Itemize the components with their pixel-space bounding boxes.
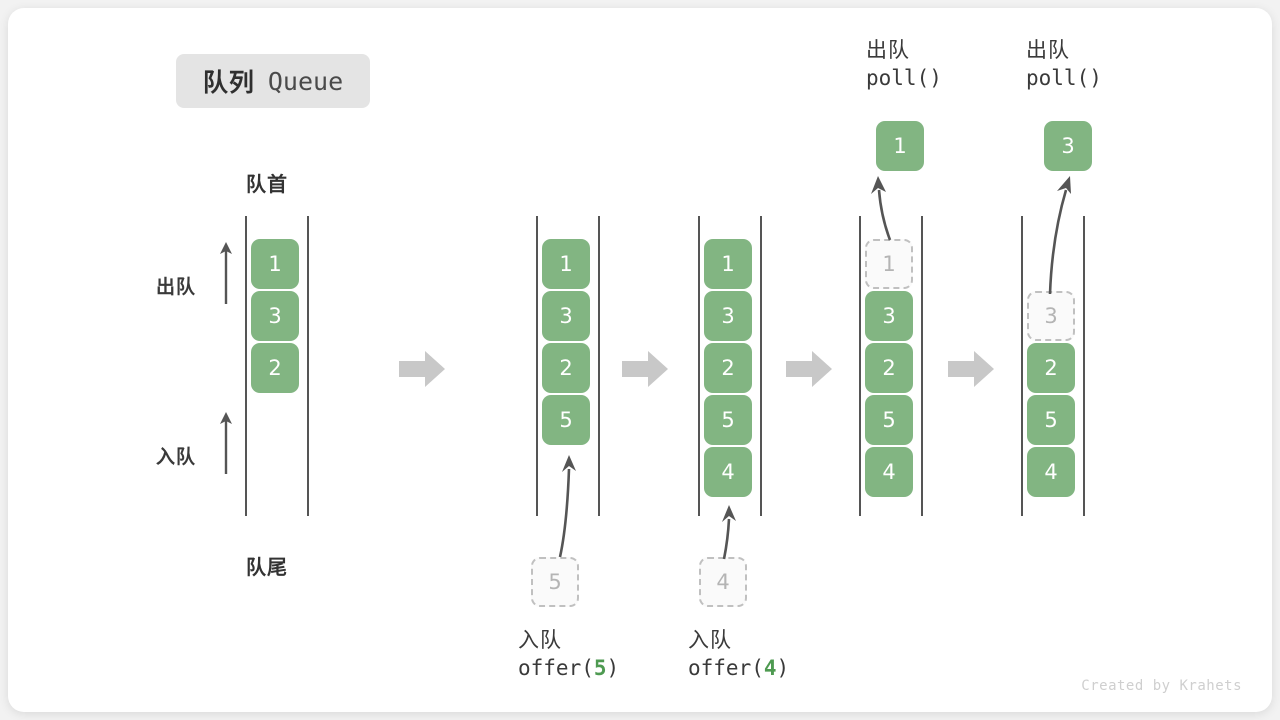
caption-offer-4: 入队 offer(4) xyxy=(688,628,789,682)
queue-element: 3 xyxy=(865,291,913,341)
caption-offer-4-suffix: ) xyxy=(776,655,790,680)
queue-element: 5 xyxy=(865,395,913,445)
caption-offer-4-code: offer(4) xyxy=(688,655,789,682)
transition-arrow-icon xyxy=(399,351,445,387)
title-chinese: 队列 xyxy=(202,69,255,97)
incoming-element-ghost: 4 xyxy=(699,557,747,607)
queue-rail-left-col5 xyxy=(1021,216,1023,516)
queue-rail-left-col1 xyxy=(245,216,247,516)
queue-element-new: 4 xyxy=(704,447,752,497)
queue-rail-left-col2 xyxy=(536,216,538,516)
diagram-card: 队列 Queue 队首 队尾 出队 入队 1 3 2 1 3 2 5 5 xyxy=(8,8,1272,712)
caption-poll-2: 出队 poll() xyxy=(1026,38,1102,92)
transition-arrow-icon xyxy=(622,351,668,387)
enqueue-direction-label: 入队 xyxy=(156,447,197,468)
queue-stack-col4: 1 3 2 5 4 xyxy=(865,239,913,497)
dequeued-element: 1 xyxy=(876,121,924,171)
queue-element-removed: 3 xyxy=(1027,291,1075,341)
caption-offer-5-num: 5 xyxy=(593,655,607,680)
title-english: Queue xyxy=(267,66,344,96)
enqueue-direction-arrow-icon xyxy=(220,412,232,474)
caption-offer-5: 入队 offer(5) xyxy=(518,628,619,682)
queue-element: 1 xyxy=(251,239,299,289)
caption-poll-1-cn: 出队 xyxy=(866,39,910,62)
queue-element: 2 xyxy=(542,343,590,393)
dequeue-direction-arrow-icon xyxy=(220,242,232,304)
queue-rear-label: 队尾 xyxy=(246,557,288,579)
caption-offer-4-prefix: offer( xyxy=(688,655,764,680)
transition-arrow-icon xyxy=(948,351,994,387)
queue-stack-col5: 3 2 5 4 xyxy=(1027,239,1075,497)
queue-front-label: 队首 xyxy=(246,174,288,196)
queue-element: 5 xyxy=(1027,395,1075,445)
queue-rail-left-col3 xyxy=(698,216,700,516)
caption-offer-5-cn: 入队 xyxy=(518,629,562,652)
queue-rail-left-col4 xyxy=(859,216,861,516)
queue-rail-right-col3 xyxy=(760,216,762,516)
queue-element: 4 xyxy=(1027,447,1075,497)
enqueue-arrow-icon-col3 xyxy=(722,505,736,560)
queue-element: 1 xyxy=(704,239,752,289)
dequeue-direction-label: 出队 xyxy=(156,277,197,298)
caption-poll-2-cn: 出队 xyxy=(1026,39,1070,62)
queue-rail-right-col2 xyxy=(598,216,600,516)
caption-offer-5-suffix: ) xyxy=(606,655,620,680)
title-badge: 队列 Queue xyxy=(176,54,370,108)
queue-element-removed: 1 xyxy=(865,239,913,289)
caption-offer-4-cn: 入队 xyxy=(688,629,732,652)
transition-arrow-icon xyxy=(786,351,832,387)
dequeued-element: 3 xyxy=(1044,121,1092,171)
caption-offer-5-code: offer(5) xyxy=(518,655,619,682)
queue-element: 3 xyxy=(251,291,299,341)
queue-stack-col2: 1 3 2 5 xyxy=(542,239,590,445)
queue-element: 4 xyxy=(865,447,913,497)
caption-offer-5-prefix: offer( xyxy=(518,655,594,680)
queue-element: 2 xyxy=(251,343,299,393)
caption-poll-1: 出队 poll() xyxy=(866,38,942,92)
queue-element: 1 xyxy=(542,239,590,289)
queue-element: 2 xyxy=(865,343,913,393)
queue-stack-col1: 1 3 2 xyxy=(251,239,299,393)
queue-element-new: 5 xyxy=(542,395,590,445)
queue-element: 2 xyxy=(1027,343,1075,393)
enqueue-arrow-icon-col2 xyxy=(558,455,576,558)
caption-poll-1-code: poll() xyxy=(866,65,942,90)
queue-element: 5 xyxy=(704,395,752,445)
queue-rail-right-col1 xyxy=(307,216,309,516)
caption-poll-2-code: poll() xyxy=(1026,65,1102,90)
dequeue-arrow-icon-col5 xyxy=(1048,176,1071,295)
dequeue-arrow-icon-col4 xyxy=(871,176,892,241)
caption-offer-4-num: 4 xyxy=(763,655,777,680)
footer-credit: Created by Krahets xyxy=(1081,678,1242,694)
incoming-element-ghost: 5 xyxy=(531,557,579,607)
queue-rail-right-col5 xyxy=(1083,216,1085,516)
queue-element: 3 xyxy=(704,291,752,341)
queue-element: 3 xyxy=(542,291,590,341)
queue-rail-right-col4 xyxy=(921,216,923,516)
queue-stack-col3: 1 3 2 5 4 xyxy=(704,239,752,497)
queue-element: 2 xyxy=(704,343,752,393)
